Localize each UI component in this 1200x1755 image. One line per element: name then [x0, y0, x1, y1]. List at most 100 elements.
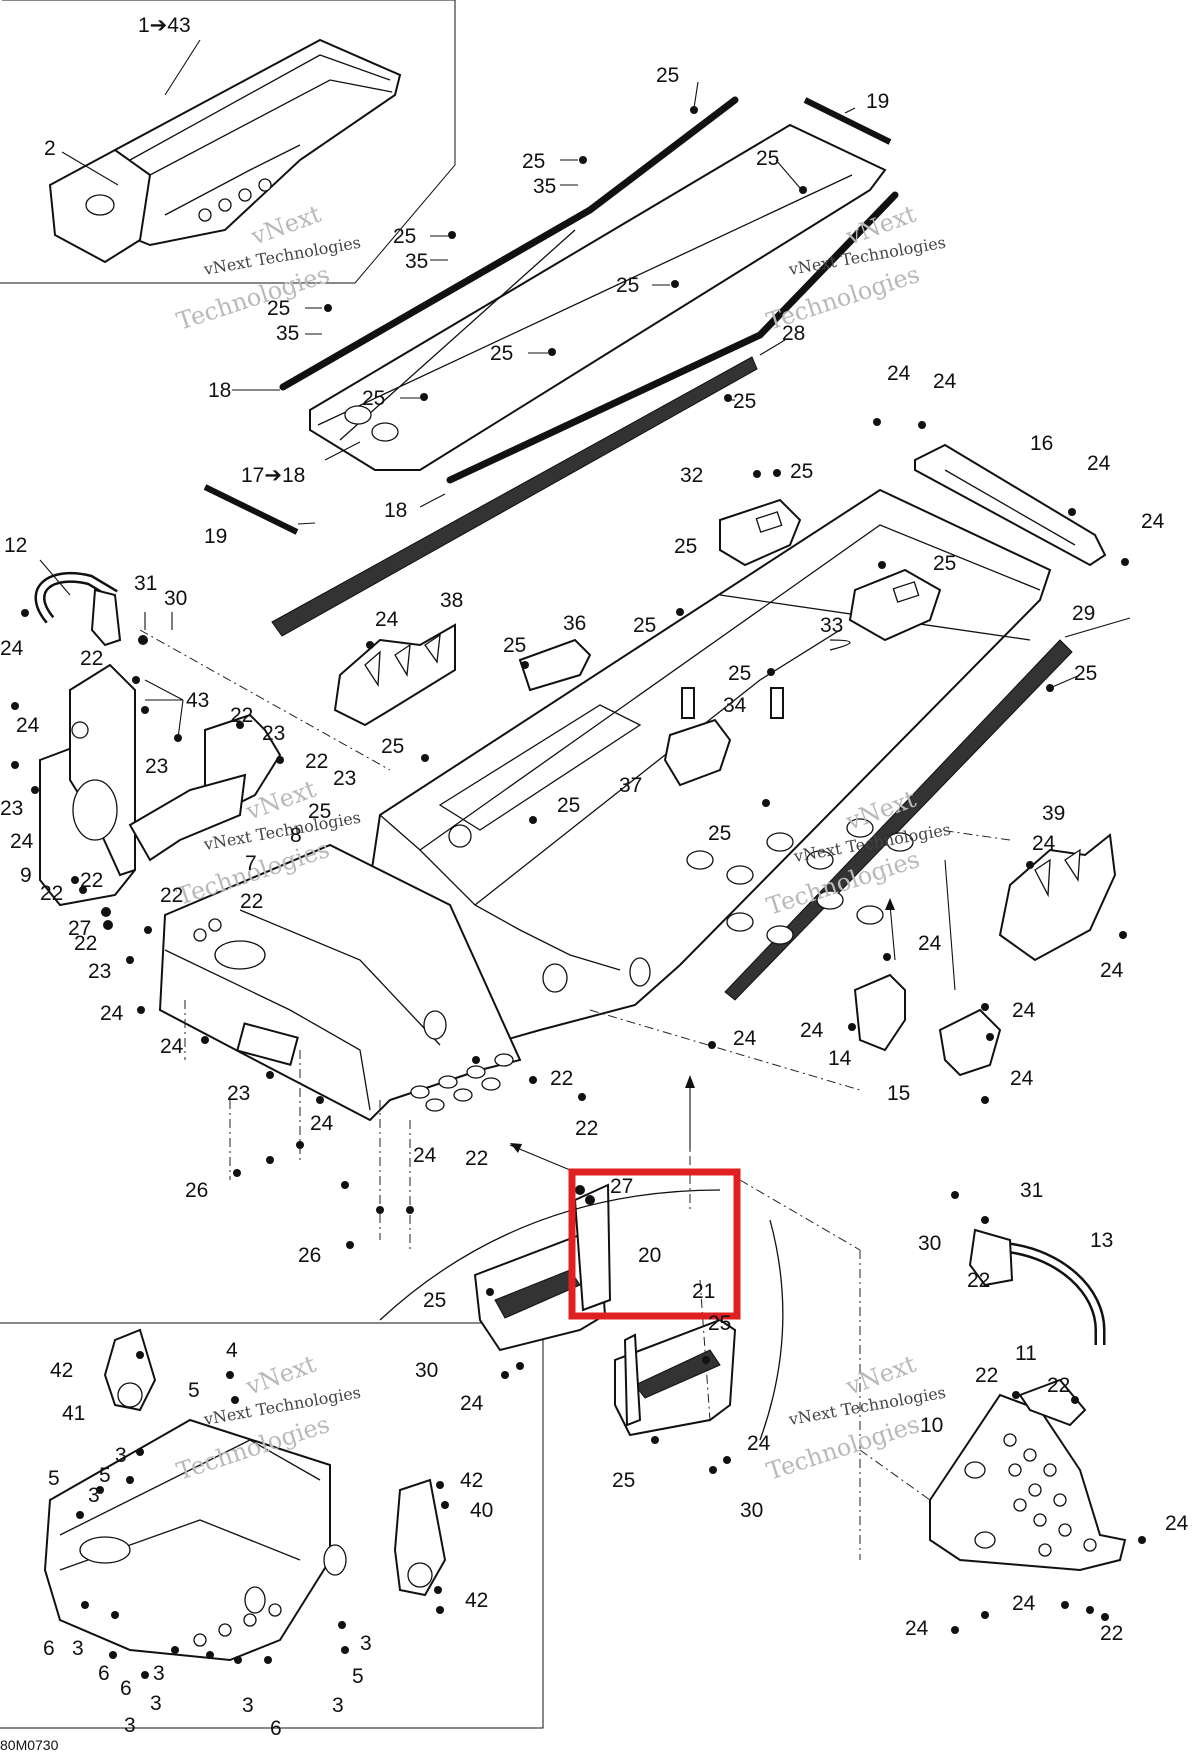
callout-20: 20 — [638, 1244, 661, 1267]
highlight-box — [568, 1168, 741, 1320]
callout-5-a: 5 — [188, 1379, 200, 1402]
callout-27-b: 27 — [610, 1175, 633, 1198]
callout-22-g: 22 — [240, 890, 263, 913]
callout-24-v: 24 — [1165, 1512, 1189, 1535]
callout-42-b: 42 — [460, 1469, 483, 1492]
callout-25-j: 25 — [790, 460, 813, 483]
callout-9: 9 — [20, 864, 32, 887]
callout-22-n: 22 — [1047, 1374, 1070, 1397]
callout-4: 4 — [226, 1339, 238, 1362]
callout-17-18: 17➔18 — [241, 464, 305, 487]
callout-25-p: 25 — [728, 662, 751, 685]
callout-3-d: 3 — [360, 1632, 372, 1655]
callout-24-i: 24 — [1032, 832, 1056, 855]
callout-5-d: 5 — [352, 1665, 364, 1688]
side-ski-bracket-39-notch-a — [1034, 858, 1051, 898]
callout-25-b: 25 — [522, 150, 545, 173]
left-slide-strip — [271, 356, 758, 637]
callout-22-i: 22 — [550, 1067, 573, 1090]
callout-3-h: 3 — [242, 1694, 254, 1717]
front-belly-pan-holes — [410, 1053, 514, 1112]
callout-22-c: 22 — [305, 750, 328, 773]
callout-24-l: 24 — [100, 1002, 124, 1025]
callout-24-u: 24 — [747, 1432, 771, 1455]
right-grab-handle-13-inner — [1009, 1245, 1103, 1345]
front-frame-section — [158, 843, 522, 1122]
callout-22-o: 22 — [1100, 1622, 1123, 1645]
bracket-33-slot — [892, 581, 920, 603]
callout-23-f: 23 — [227, 1082, 250, 1105]
callout-29: 29 — [1072, 602, 1095, 625]
right-grab-handle-13-plate — [968, 1228, 1014, 1287]
bracket-32 — [719, 498, 802, 567]
callout-27-a: 27 — [68, 917, 91, 940]
callout-25-h: 25 — [362, 387, 385, 410]
callout-23-a: 23 — [262, 722, 285, 745]
callout-19-b: 19 — [204, 525, 227, 548]
callout-40: 40 — [470, 1499, 493, 1522]
callout-2: 2 — [44, 137, 56, 160]
rear-cap-strip-19b — [203, 484, 299, 535]
callout-30-b: 30 — [918, 1232, 941, 1255]
callout-23-c: 23 — [333, 767, 356, 790]
bolt-markers — [11, 106, 1146, 1679]
callout-22-b: 22 — [230, 704, 253, 727]
callout-24-g: 24 — [16, 714, 40, 737]
callout-30-d: 30 — [740, 1499, 763, 1522]
callout-19-a: 19 — [866, 90, 889, 113]
rear-cross-bracket-16-edge — [944, 469, 1076, 546]
svg-text:Technologies: Technologies — [763, 1410, 923, 1486]
callout-24-q: 24 — [1010, 1067, 1034, 1090]
side-ski-bracket-38-notch-a — [364, 650, 381, 688]
left-side-panel-9-hole — [72, 779, 118, 841]
callout-34: 34 — [723, 694, 747, 717]
left-grab-handle-12-inner — [37, 574, 117, 622]
callout-25-r: 25 — [308, 800, 331, 823]
callout-24-a: 24 — [887, 362, 911, 385]
callout-13: 13 — [1090, 1229, 1113, 1252]
callout-24-p: 24 — [733, 1027, 757, 1050]
callout-24-e: 24 — [375, 608, 399, 631]
callout-12: 12 — [4, 534, 27, 557]
callout-24-f: 24 — [0, 637, 24, 660]
callout-3-e: 3 — [153, 1662, 165, 1685]
mount-bracket-14 — [853, 973, 906, 1052]
callout-8: 8 — [290, 824, 302, 847]
callout-25-w: 25 — [612, 1469, 635, 1492]
tunnel-heat-exchanger-holes — [686, 818, 914, 945]
bracket-36 — [518, 638, 592, 692]
callout-24-b: 24 — [933, 370, 957, 393]
callout-23-e: 23 — [88, 960, 111, 983]
callout-5-b: 5 — [99, 1464, 111, 1487]
callout-26-a: 26 — [185, 1179, 208, 1202]
callout-28: 28 — [782, 322, 805, 345]
callout-24-r: 24 — [310, 1112, 334, 1135]
complete-frame-assembly-drawing — [48, 38, 402, 264]
callout-24-w: 24 — [1012, 1592, 1036, 1615]
callout-38: 38 — [440, 589, 463, 612]
callout-10: 10 — [920, 1414, 943, 1437]
callout-24-s: 24 — [413, 1144, 437, 1167]
callout-35-c: 35 — [276, 322, 299, 345]
callout-30-c: 30 — [415, 1359, 438, 1382]
right-footrest-21 — [614, 1318, 737, 1437]
callout-36: 36 — [563, 612, 586, 635]
stud-34a — [681, 687, 695, 719]
front-plate-7 — [128, 773, 247, 862]
callout-1-43: 1➔43 — [138, 14, 191, 37]
callout-31-a: 31 — [134, 572, 157, 595]
left-top-rail — [279, 96, 739, 391]
callout-35-b: 35 — [405, 250, 428, 273]
callout-3-f: 3 — [150, 1692, 162, 1715]
callout-14: 14 — [828, 1047, 852, 1070]
callout-22-j: 22 — [575, 1117, 598, 1140]
callout-5-c: 5 — [48, 1467, 60, 1490]
callout-24-x: 24 — [905, 1617, 929, 1640]
callout-25-c: 25 — [756, 147, 779, 170]
callout-18-b: 18 — [384, 499, 407, 522]
callout-6-b: 6 — [98, 1662, 110, 1685]
callout-3-a: 3 — [115, 1444, 127, 1467]
callout-7: 7 — [245, 852, 257, 875]
callout-25-f: 25 — [267, 297, 290, 320]
